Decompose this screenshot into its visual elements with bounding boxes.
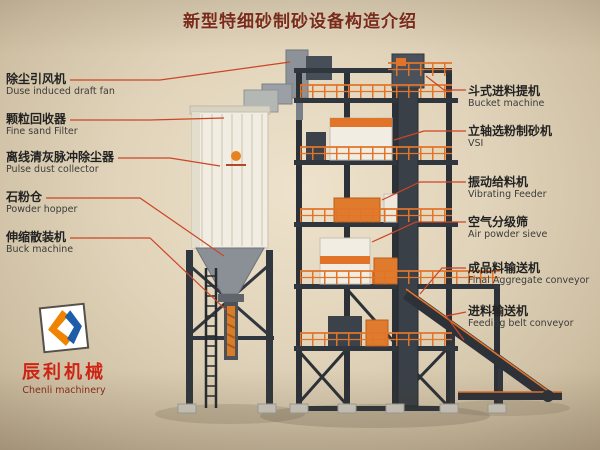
- page-title: 新型特细砂制砂设备构造介绍: [183, 12, 417, 32]
- logo-name-en: Chenli machinery: [22, 385, 106, 396]
- conveyors: [402, 288, 562, 406]
- chenli-logo-mark: [38, 302, 90, 354]
- logo-name-zh: 辰利机械: [22, 362, 106, 383]
- dust-collector-unit: [186, 49, 332, 408]
- footings: [177, 403, 507, 414]
- main-tower: [294, 68, 500, 411]
- company-logo: 辰利机械 Chenli machinery: [12, 300, 116, 396]
- collector-logo: [226, 151, 246, 166]
